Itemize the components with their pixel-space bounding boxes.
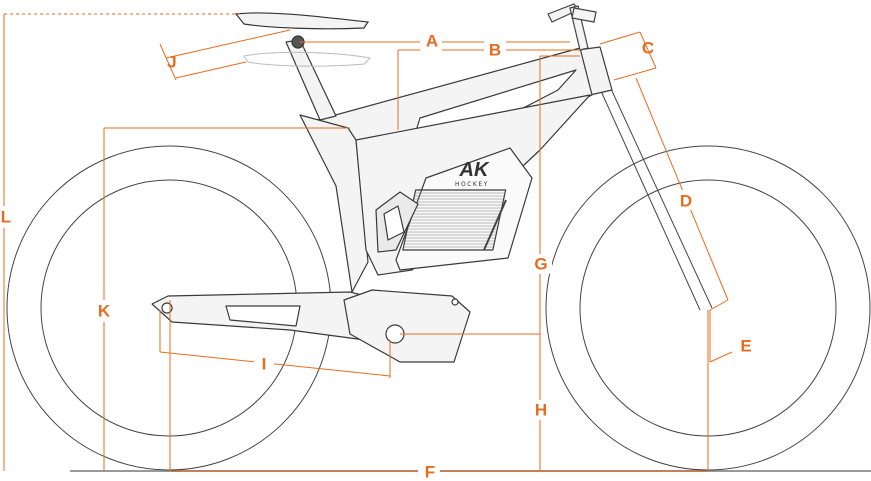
label-a: A	[426, 32, 438, 51]
brand-logo: AK HOCKEY	[455, 159, 490, 188]
label-i: I	[262, 355, 267, 374]
svg-text:AK: AK	[459, 159, 490, 181]
saddle	[234, 12, 370, 49]
label-k: K	[98, 302, 111, 321]
saddle-lowered-ghost	[243, 51, 372, 67]
label-j: J	[167, 53, 176, 72]
handlebar	[547, 3, 597, 51]
label-g: G	[534, 255, 547, 274]
label-b: B	[489, 41, 501, 60]
label-c: C	[642, 39, 654, 58]
motor-housing	[343, 289, 471, 363]
bike-frame	[151, 39, 613, 363]
label-l: L	[1, 208, 11, 227]
label-h: H	[535, 401, 547, 420]
dimension-labels: A B C D E F G H I J K L	[0, 32, 752, 481]
label-d: D	[680, 192, 692, 211]
label-e: E	[740, 337, 751, 356]
front-fork	[595, 77, 713, 311]
label-f: F	[425, 463, 435, 481]
svg-text:HOCKEY: HOCKEY	[455, 181, 489, 188]
